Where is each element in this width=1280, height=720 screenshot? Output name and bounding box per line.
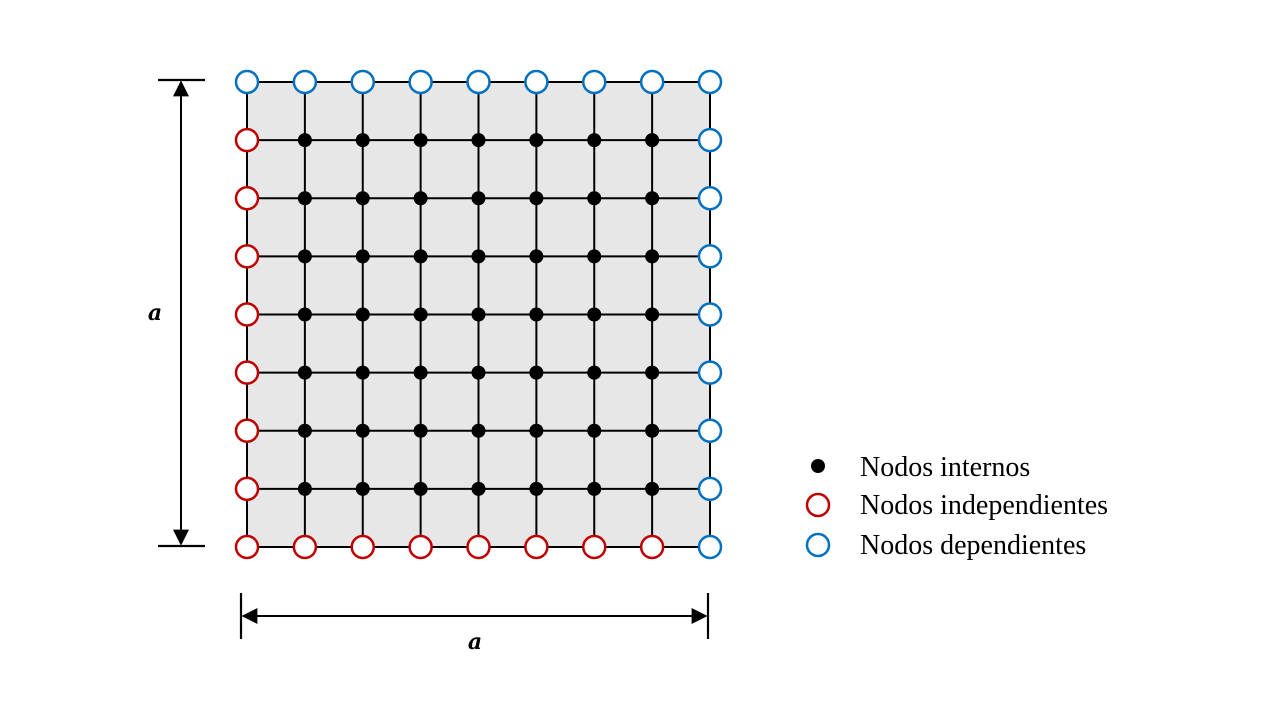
internal-node [355, 249, 370, 264]
independent-node [524, 534, 549, 560]
internal-node [355, 365, 370, 380]
internal-node [529, 481, 544, 496]
dependent-node [697, 418, 723, 443]
independent-node [234, 418, 260, 443]
dependent-node [697, 186, 723, 211]
internal-node [297, 423, 312, 438]
dependent-node [350, 69, 375, 95]
internal-node [413, 191, 428, 206]
internal-node [355, 423, 370, 438]
internal-node [645, 481, 660, 496]
independent-node [234, 476, 260, 502]
dependent-node [408, 69, 433, 95]
internal-node [471, 249, 486, 264]
internal-node [471, 307, 486, 322]
vertical-dimension: a [148, 78, 205, 548]
independent-node [466, 534, 491, 560]
internal-node [529, 249, 544, 264]
dependent-node [697, 302, 723, 327]
dependent-node [697, 69, 723, 95]
vertical-dimension-label: a [148, 300, 162, 326]
internal-node [645, 423, 660, 438]
independent-node [350, 534, 375, 560]
internal-node [355, 133, 370, 148]
legend-internal-marker [811, 459, 825, 473]
internal-node [297, 365, 312, 380]
internal-node [355, 307, 370, 322]
legend-independent-marker [805, 492, 831, 518]
internal-node [587, 249, 602, 264]
internal-node [645, 191, 660, 206]
internal-node [413, 249, 428, 264]
internal-node [297, 133, 312, 148]
independent-node [234, 127, 260, 153]
internal-node [645, 365, 660, 380]
internal-node [297, 249, 312, 264]
internal-node [471, 423, 486, 438]
internal-node [471, 481, 486, 496]
internal-node [587, 365, 602, 380]
internal-node [645, 307, 660, 322]
internal-node [587, 191, 602, 206]
horizontal-dimension-label: a [468, 629, 482, 655]
legend-independent-label: Nodos independientes [860, 490, 1108, 521]
internal-node [297, 191, 312, 206]
horizontal-dimension: a [239, 593, 710, 655]
dependent-node [234, 69, 260, 95]
internal-node [529, 423, 544, 438]
internal-node [529, 307, 544, 322]
internal-node [471, 133, 486, 148]
internal-node [297, 481, 312, 496]
internal-node [471, 365, 486, 380]
independent-node [234, 244, 260, 269]
dependent-node [697, 534, 723, 560]
legend-dependent-label: Nodos dependientes [860, 530, 1086, 561]
dependent-node [524, 69, 549, 95]
legend-internal-label: Nodos internos [860, 452, 1030, 483]
dependent-node [582, 69, 607, 95]
internal-node [645, 249, 660, 264]
internal-node [413, 307, 428, 322]
dependent-node [697, 476, 723, 502]
dependent-node [697, 244, 723, 269]
internal-node [587, 133, 602, 148]
internal-node [297, 307, 312, 322]
internal-node [645, 133, 660, 148]
internal-node [471, 191, 486, 206]
dependent-node [639, 69, 665, 95]
independent-node [234, 534, 260, 560]
dependent-node [292, 69, 318, 95]
independent-node [234, 360, 260, 385]
independent-node [292, 534, 318, 560]
dependent-node [697, 127, 723, 153]
internal-node [529, 365, 544, 380]
internal-node [413, 133, 428, 148]
internal-node [355, 481, 370, 496]
grid-nodes [234, 69, 723, 560]
independent-node [234, 186, 260, 211]
independent-node [582, 534, 607, 560]
independent-node [408, 534, 433, 560]
independent-node [234, 302, 260, 327]
dependent-node [697, 360, 723, 385]
internal-node [529, 133, 544, 148]
legend-dependent-marker [805, 532, 831, 558]
internal-node [413, 365, 428, 380]
independent-node [639, 534, 665, 560]
internal-node [587, 307, 602, 322]
internal-node [413, 423, 428, 438]
internal-node [529, 191, 544, 206]
internal-node [355, 191, 370, 206]
legend: Nodos internos Nodos independientes Nodo… [805, 452, 1108, 561]
internal-node [413, 481, 428, 496]
internal-node [587, 481, 602, 496]
dependent-node [466, 69, 491, 95]
internal-node [587, 423, 602, 438]
